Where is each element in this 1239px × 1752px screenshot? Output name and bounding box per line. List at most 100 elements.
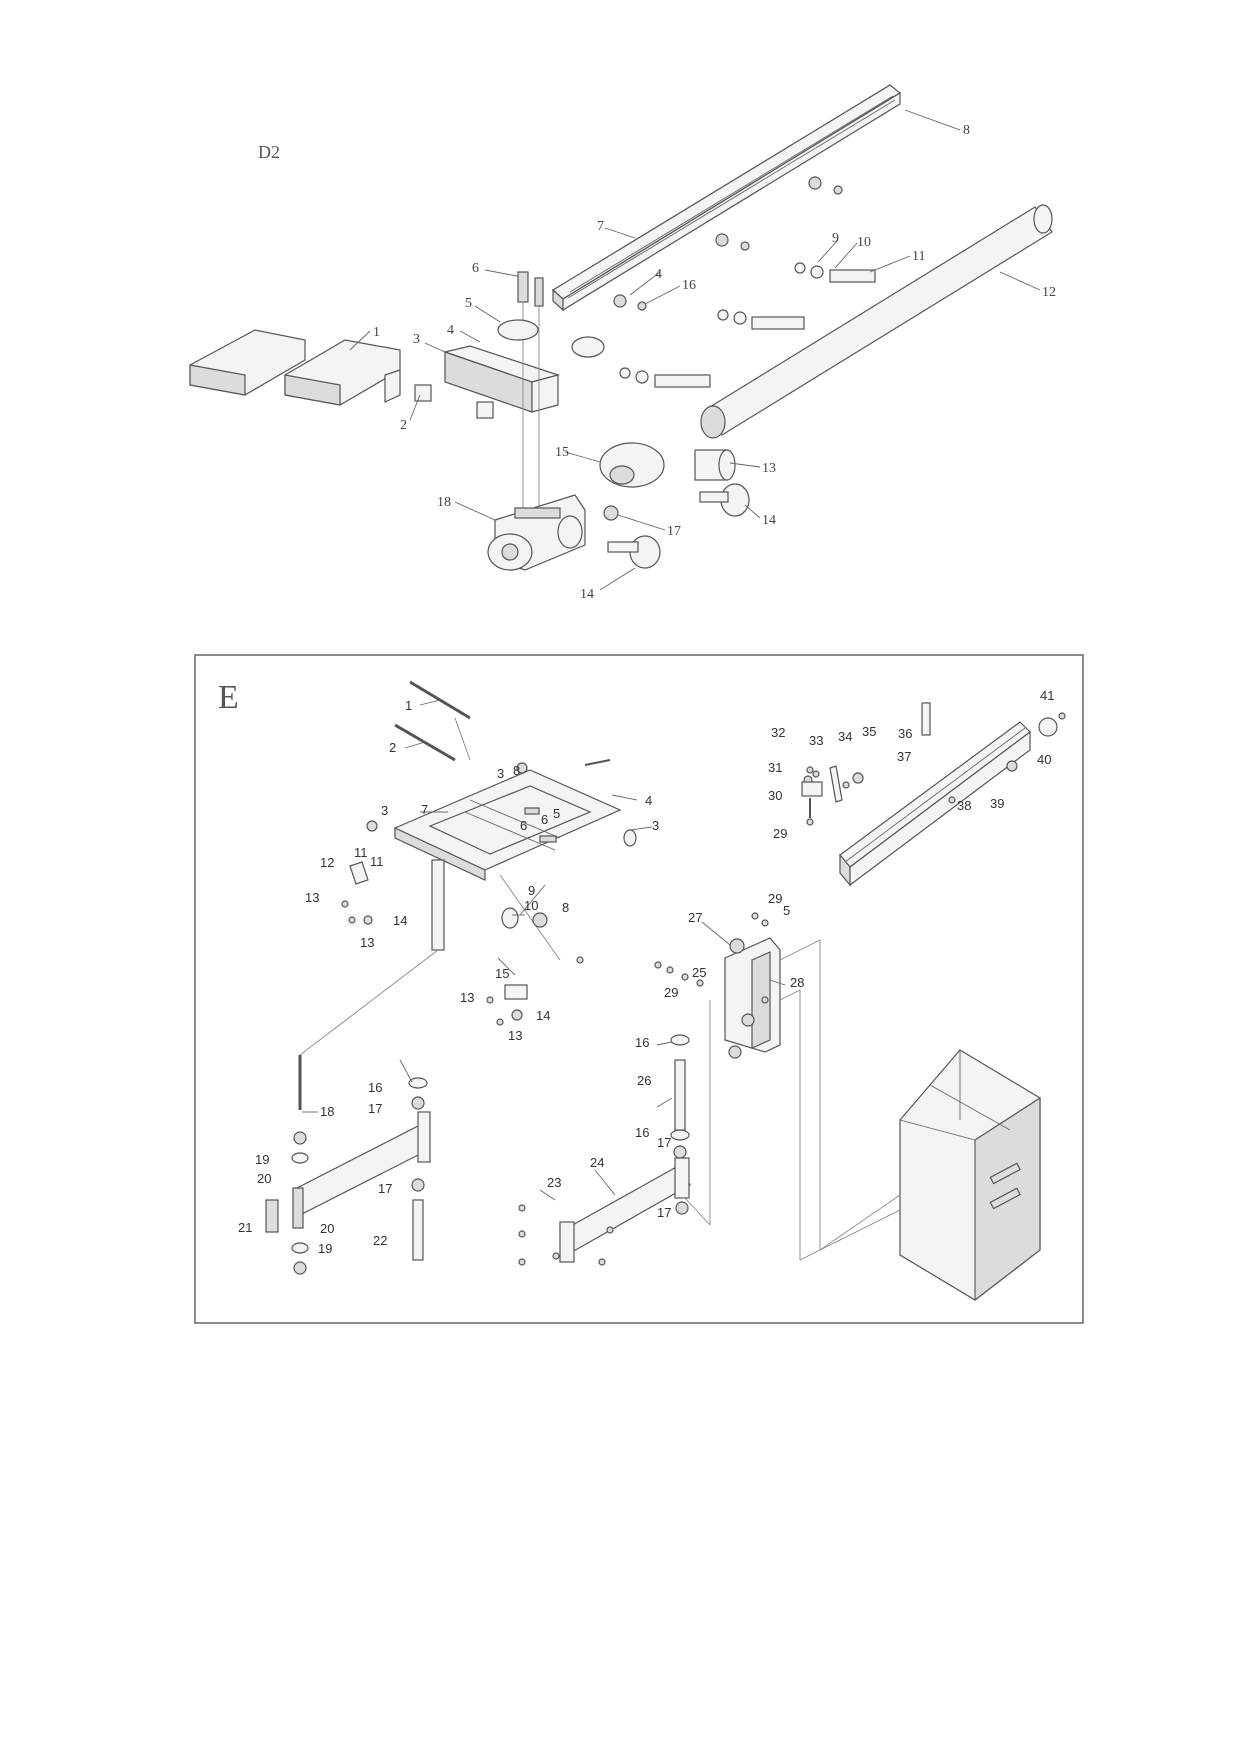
fence-lock-hardware [801, 765, 864, 826]
label-e-33: 33 [809, 733, 823, 748]
label-e-17a: 17 [368, 1101, 382, 1116]
label-e-14a: 14 [393, 913, 407, 928]
label-e-9: 9 [528, 883, 535, 898]
label-e-37: 37 [897, 749, 911, 764]
label-e-17c: 17 [657, 1135, 671, 1150]
label-e-41: 41 [1040, 688, 1054, 703]
label-e-26: 26 [637, 1073, 651, 1088]
leg-assembly-left [265, 1055, 431, 1275]
label-14a: 14 [762, 513, 776, 528]
label-e-10: 10 [524, 898, 538, 913]
table-hardware [341, 759, 637, 1026]
label-e-29a: 29 [768, 891, 782, 906]
label-e-30: 30 [768, 788, 782, 803]
label-e-19b: 19 [318, 1241, 332, 1256]
label-14b: 14 [580, 587, 594, 602]
pin-part [619, 262, 876, 388]
label-2: 2 [400, 418, 407, 433]
label-13: 13 [762, 461, 776, 476]
label-5: 5 [465, 296, 472, 311]
label-e-8a: 8 [562, 900, 569, 915]
label-8: 8 [963, 123, 970, 138]
label-e-7: 7 [421, 802, 428, 817]
housing-part [487, 494, 586, 571]
label-e-12: 12 [320, 855, 334, 870]
label-e-3c: 3 [652, 818, 659, 833]
e-labels: 1 2 3 3 3 4 5 6 6 7 8 8 9 10 11 11 12 13… [238, 688, 1054, 1256]
e-leader-lines [302, 699, 786, 1201]
knob-part-14 [603, 483, 750, 569]
label-e-13c: 13 [460, 990, 474, 1005]
diagram-e-frame [194, 654, 1084, 1324]
label-e-3a: 3 [497, 766, 504, 781]
label-e-29b: 29 [664, 985, 678, 1000]
label-e-2: 2 [389, 740, 396, 755]
label-e-34: 34 [838, 729, 852, 744]
label-17: 17 [667, 524, 681, 539]
table-frame-part [299, 769, 622, 1056]
label-e-35: 35 [862, 724, 876, 739]
label-e-19a: 19 [255, 1152, 269, 1167]
label-e-4: 4 [645, 793, 652, 808]
clamp-part [599, 442, 736, 488]
label-e-3b: 3 [381, 803, 388, 818]
label-9: 9 [832, 231, 839, 246]
label-e-13a: 13 [305, 890, 319, 905]
label-3: 3 [413, 332, 420, 347]
label-e-16c: 16 [635, 1125, 649, 1140]
label-1: 1 [373, 325, 380, 340]
label-e-31: 31 [768, 760, 782, 775]
label-e-17b: 17 [378, 1181, 392, 1196]
label-4b: 4 [655, 267, 662, 282]
leg-assembly-middle [518, 1000, 711, 1266]
label-e-24: 24 [590, 1155, 604, 1170]
mount-bracket-part [654, 912, 821, 1260]
label-15: 15 [555, 445, 569, 460]
label-e-5: 5 [553, 806, 560, 821]
label-10: 10 [857, 235, 871, 250]
cabinet-part [799, 1049, 1041, 1302]
label-e-39: 39 [990, 796, 1004, 811]
label-e-21: 21 [238, 1220, 252, 1235]
label-e-29c: 29 [773, 826, 787, 841]
label-e-16a: 16 [368, 1080, 382, 1095]
diagram-e-title: E [218, 679, 239, 716]
screw-part [613, 176, 843, 311]
label-e-32: 32 [771, 725, 785, 740]
diagram-d2-title: D2 [258, 142, 280, 162]
diagram-e: E [194, 654, 1084, 1324]
label-e-22: 22 [373, 1233, 387, 1248]
label-e-6a: 6 [520, 818, 527, 833]
label-e-17d: 17 [657, 1205, 671, 1220]
label-e-18: 18 [320, 1104, 334, 1119]
fence-rail-part [839, 702, 1066, 887]
rod-part [394, 680, 471, 762]
label-e-15: 15 [495, 966, 509, 981]
label-e-16b: 16 [635, 1035, 649, 1050]
label-e-27: 27 [688, 910, 702, 925]
d2-labels: 1 2 3 4 5 6 7 8 9 10 11 12 13 14 14 15 1… [373, 123, 1056, 602]
label-e-36: 36 [898, 726, 912, 741]
label-e-14b: 14 [536, 1008, 550, 1023]
label-e-28: 28 [790, 975, 804, 990]
label-7: 7 [597, 219, 604, 234]
d2-leader-lines [349, 109, 1041, 591]
label-18: 18 [437, 495, 451, 510]
label-e-13d: 13 [508, 1028, 522, 1043]
label-e-8b: 8 [513, 763, 520, 778]
label-16: 16 [682, 278, 696, 293]
label-e-23: 23 [547, 1175, 561, 1190]
label-12: 12 [1042, 285, 1056, 300]
label-e-40: 40 [1037, 752, 1051, 767]
label-e-38: 38 [957, 798, 971, 813]
label-e-11a: 11 [354, 845, 368, 860]
tube-part [700, 204, 1053, 439]
label-e-1: 1 [405, 698, 412, 713]
label-e-25: 25 [692, 965, 706, 980]
label-e-13b: 13 [360, 935, 374, 950]
extrusion-part [189, 329, 401, 406]
label-e-5b: 5 [783, 903, 790, 918]
label-4: 4 [447, 323, 454, 338]
knob-part [497, 319, 605, 358]
